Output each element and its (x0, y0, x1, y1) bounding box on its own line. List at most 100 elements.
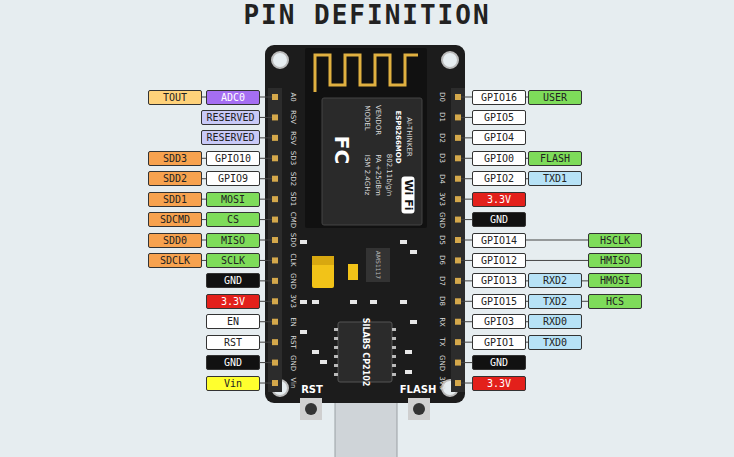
chip-pin (334, 355, 338, 358)
pin-silkscreen: SD3 (289, 151, 296, 165)
board-text: Wi Fi (402, 176, 415, 213)
smd-component (370, 300, 377, 304)
pin-label: TXD2 (543, 295, 567, 308)
pin-label-box: SDCMD (148, 212, 202, 227)
pin-label-box: EN (206, 314, 260, 329)
pin-label: GPIO2 (484, 172, 514, 185)
pin-label: 3.3V (487, 193, 511, 206)
smd-component (410, 250, 417, 254)
pin-label: GPIO9 (218, 172, 248, 185)
pin-label-box: HMOSI (588, 273, 642, 288)
pin (455, 380, 461, 386)
pin (272, 237, 278, 243)
pin-label: GPIO14 (481, 234, 517, 247)
pin-label-box: RESERVED (201, 130, 260, 145)
pin-label-box: SCLK (206, 253, 260, 268)
pin-label: HSCLK (600, 234, 630, 247)
pin-label: GPIO12 (481, 254, 517, 267)
chip-pin (334, 346, 338, 349)
pin-label: HMOSI (600, 274, 630, 287)
pin-silkscreen: GND (289, 273, 296, 289)
leader-line (260, 260, 272, 261)
smd-component (350, 300, 357, 304)
pin-label-box: TXD2 (528, 294, 582, 309)
pin (455, 196, 461, 202)
board-text: SILABS CP2102 (361, 318, 369, 387)
pin-silkscreen: GND (438, 212, 445, 228)
smd-component (410, 320, 417, 324)
pin-label-box: RXD2 (528, 273, 582, 288)
pin-silkscreen: D6 (438, 256, 445, 266)
pin (455, 319, 461, 325)
pin (272, 94, 278, 100)
pin-label: RESERVED (206, 111, 254, 124)
leader-line (260, 158, 272, 159)
smd-component (400, 300, 407, 304)
pin-silkscreen: EN (289, 317, 296, 327)
pin (455, 298, 461, 304)
pin-label: RXD2 (543, 274, 567, 287)
pin-label-box: GPIO12 (472, 253, 526, 268)
leader-line (461, 117, 472, 118)
smd-component (300, 330, 307, 334)
pin-label: TXD0 (543, 336, 567, 349)
regulator-chip (366, 248, 390, 282)
board-text: 802.11b/g/n (385, 154, 392, 197)
pin-label-box: HSCLK (588, 233, 642, 248)
leader-line (260, 97, 272, 98)
pin-label-box: GPIO9 (206, 171, 260, 186)
pin-label: GPIO1 (484, 336, 514, 349)
board-text: RST (301, 385, 323, 395)
pin (455, 257, 461, 263)
pin-label-box: GPIO10 (206, 151, 260, 166)
pin (455, 114, 461, 120)
leader-line (260, 219, 272, 220)
pin (272, 360, 278, 366)
pin-label-box: GND (472, 355, 526, 370)
pin-label: SDCMD (160, 213, 190, 226)
pin (272, 298, 278, 304)
pin (455, 155, 461, 161)
chip-pin (392, 346, 396, 349)
pin (455, 135, 461, 141)
pin-label-box: MOSI (206, 192, 260, 207)
pin-label: USER (543, 91, 567, 104)
pin (272, 114, 278, 120)
title: PIN DEFINITION (0, 2, 734, 28)
pin-label: CS (227, 213, 239, 226)
chip-pin (334, 373, 338, 376)
pin-label-box: RST (206, 335, 260, 350)
pin-label-box: SDD2 (148, 171, 202, 186)
connector (526, 240, 588, 241)
pin-label: GND (490, 213, 508, 226)
pin (455, 176, 461, 182)
chip-pin (392, 328, 396, 331)
pin-silkscreen: GND (438, 355, 445, 371)
pin-label: FLASH (540, 152, 570, 165)
pin-label: SCLK (221, 254, 245, 267)
pin-label-box: RXD0 (528, 314, 582, 329)
pin-label-box: GPIO14 (472, 233, 526, 248)
pin-silkscreen: RSV (289, 110, 296, 124)
wifi-module (305, 48, 427, 228)
pin-label: TXD1 (543, 172, 567, 185)
mount-hole (272, 52, 288, 68)
pin-label-box: SDD1 (148, 192, 202, 207)
leader-line (461, 321, 472, 322)
pin-label: EN (227, 315, 239, 328)
pin-silkscreen: Vin (289, 378, 296, 389)
leader-line (260, 240, 272, 241)
pin-label-box: GPIO13 (472, 273, 526, 288)
pin-silkscreen: CMD (289, 211, 296, 227)
pin-label-box: GPIO15 (472, 294, 526, 309)
pin-label-box: RESERVED (201, 110, 260, 125)
chip-pin (392, 337, 396, 340)
pin-label-box: GPIO0 (472, 151, 526, 166)
leader-line (260, 117, 272, 118)
leader-line (461, 97, 472, 98)
pin-silkscreen: D7 (438, 276, 445, 286)
pin-silkscreen: GND (289, 355, 296, 371)
leader-line (260, 383, 272, 384)
pin-label: HMISO (600, 254, 630, 267)
